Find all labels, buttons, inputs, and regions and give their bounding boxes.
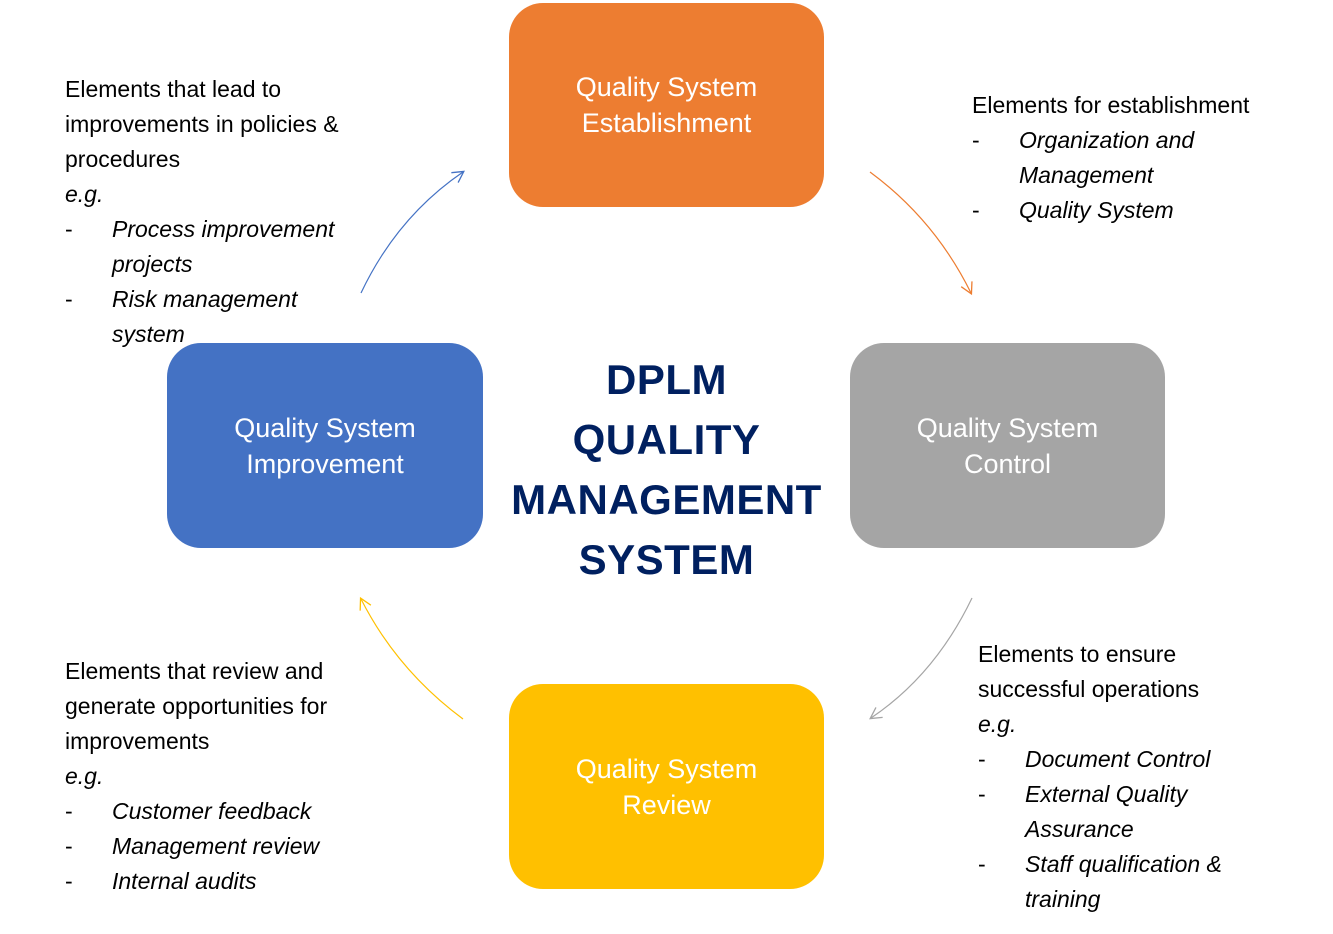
center-title: DPLM QUALITY MANAGEMENT SYSTEM bbox=[500, 350, 833, 590]
list-item-line: system bbox=[112, 321, 185, 347]
list-item-line: Organization and bbox=[1019, 127, 1195, 153]
note-list: - Organization and Management - Quality … bbox=[972, 123, 1312, 228]
note-list: - Process improvement projects - Risk ma… bbox=[65, 212, 405, 352]
list-dash: - bbox=[972, 197, 980, 223]
list-item-line: Management bbox=[1019, 162, 1154, 188]
note-line: procedures bbox=[65, 146, 181, 172]
list-dash: - bbox=[65, 216, 73, 242]
box-quality-system-review: Quality System Review bbox=[509, 684, 824, 889]
note-line: Elements that review and bbox=[65, 658, 324, 684]
center-title-line-3: MANAGEMENT bbox=[511, 476, 822, 523]
list-item-line: Assurance bbox=[1025, 816, 1134, 842]
arrow-control-to-review bbox=[869, 597, 973, 720]
list-dash: - bbox=[65, 833, 73, 859]
list-item-line: Management review bbox=[112, 833, 320, 859]
list-item: - Document Control bbox=[978, 742, 1298, 777]
note-line: Elements to ensure bbox=[978, 641, 1177, 667]
note-list: - Document Control - External Quality As… bbox=[978, 742, 1298, 917]
list-item-line: Internal audits bbox=[112, 868, 257, 894]
center-title-line-2: QUALITY bbox=[572, 416, 761, 463]
list-item-line: Staff qualification & bbox=[1025, 851, 1222, 877]
list-item: - Management review bbox=[65, 829, 405, 864]
center-title-line-1: DPLM bbox=[606, 356, 727, 403]
list-item: - Process improvement projects bbox=[65, 212, 405, 282]
note-eg: e.g. bbox=[65, 763, 104, 789]
list-item: - Risk management system bbox=[65, 282, 405, 352]
note-line: Elements that lead to bbox=[65, 76, 282, 102]
list-item: - Organization and Management bbox=[972, 123, 1312, 193]
list-item-line: External Quality bbox=[1025, 781, 1188, 807]
note-line: Elements for establishment bbox=[972, 92, 1250, 118]
note-line: successful operations bbox=[978, 676, 1200, 702]
list-dash: - bbox=[978, 781, 986, 807]
list-item: - Staff qualification & training bbox=[978, 847, 1298, 917]
note-establishment-elements: Elements for establishment - Organizatio… bbox=[972, 88, 1312, 228]
box-quality-system-control: Quality System Control bbox=[850, 343, 1165, 548]
note-review-elements: Elements that review and generate opport… bbox=[65, 654, 405, 899]
note-line: generate opportunities for bbox=[65, 693, 328, 719]
note-line: improvements bbox=[65, 728, 210, 754]
list-item-line: training bbox=[1025, 886, 1101, 912]
center-title-line-4: SYSTEM bbox=[578, 536, 755, 583]
list-dash: - bbox=[65, 798, 73, 824]
list-item: - Customer feedback bbox=[65, 794, 405, 829]
note-eg: e.g. bbox=[65, 181, 104, 207]
list-item-line: Process improvement bbox=[112, 216, 335, 242]
note-eg: e.g. bbox=[978, 711, 1017, 737]
note-improvement-elements: Elements that lead to improvements in po… bbox=[65, 72, 405, 352]
list-item-line: Customer feedback bbox=[112, 798, 312, 824]
note-list: - Customer feedback - Management review … bbox=[65, 794, 405, 899]
arrow-review-to-improvement bbox=[359, 596, 464, 720]
note-line: improvements in policies & bbox=[65, 111, 339, 137]
list-item-line: Risk management bbox=[112, 286, 298, 312]
list-dash: - bbox=[972, 127, 980, 153]
list-item: - Internal audits bbox=[65, 864, 405, 899]
list-dash: - bbox=[978, 851, 986, 877]
arrow-improvement-to-establishment bbox=[360, 170, 465, 294]
list-dash: - bbox=[65, 868, 73, 894]
list-item: - External Quality Assurance bbox=[978, 777, 1298, 847]
list-dash: - bbox=[65, 286, 73, 312]
list-item: - Quality System bbox=[972, 193, 1312, 228]
list-item-line: Quality System bbox=[1019, 197, 1174, 223]
arrow-establishment-to-control bbox=[869, 171, 973, 296]
note-control-elements: Elements to ensure successful operations… bbox=[978, 637, 1298, 917]
box-quality-system-improvement: Quality System Improvement bbox=[167, 343, 483, 548]
list-item-line: Document Control bbox=[1025, 746, 1211, 772]
box-quality-system-establishment: Quality System Establishment bbox=[509, 3, 824, 207]
list-dash: - bbox=[978, 746, 986, 772]
list-item-line: projects bbox=[112, 251, 193, 277]
